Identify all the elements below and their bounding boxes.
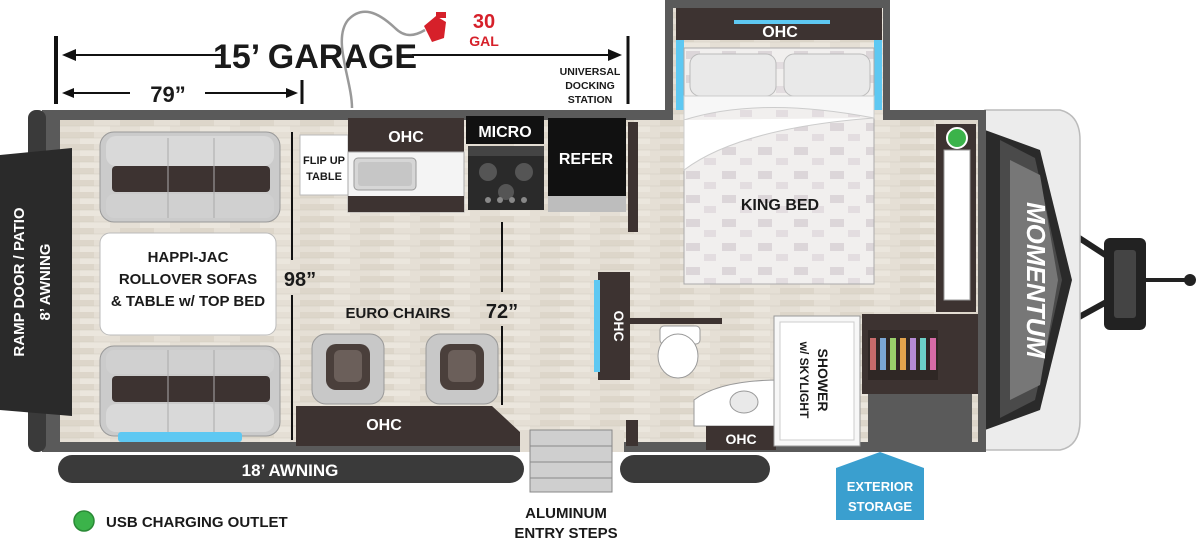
toilet [657, 325, 701, 379]
svg-text:TABLE: TABLE [306, 171, 342, 183]
width-72-dimension: 72” [486, 222, 518, 405]
svg-text:STORAGE: STORAGE [848, 499, 912, 514]
brand-logo: MOMENTUM [1021, 202, 1051, 359]
svg-text:& TABLE w/ TOP BED: & TABLE w/ TOP BED [111, 293, 265, 310]
svg-text:72”: 72” [486, 301, 518, 323]
shower: SHOWER w/ SKYLIGHT [773, 315, 861, 447]
bedroom-led-left [676, 40, 684, 110]
king-bed: KING BED [683, 47, 875, 285]
door-frame [626, 420, 638, 446]
svg-text:DOCKING: DOCKING [565, 80, 615, 92]
svg-text:OHC: OHC [388, 129, 424, 146]
euro-chairs-label: EURO CHAIRS [345, 305, 450, 322]
width-98-dimension: 98” [284, 132, 316, 440]
garage-depth-label: 79” [150, 82, 185, 107]
hitch [1068, 229, 1196, 330]
svg-text:MICRO: MICRO [478, 124, 531, 141]
svg-text:RAMP DOOR / PATIO: RAMP DOOR / PATIO [11, 207, 28, 357]
svg-text:STATION: STATION [568, 94, 613, 106]
garage-label: 15’ GARAGE [213, 38, 417, 76]
bath-wall [630, 318, 722, 324]
flip-up-table: FLIP UP TABLE [299, 134, 349, 196]
svg-text:UNIVERSAL: UNIVERSAL [560, 66, 621, 78]
svg-text:OHC: OHC [725, 431, 756, 447]
garage-depth-dimension: 79” [62, 80, 304, 107]
svg-text:OHC: OHC [762, 24, 798, 41]
svg-text:OHC: OHC [611, 310, 627, 341]
fuel-unit: GAL [469, 33, 499, 49]
usb-legend-icon [73, 510, 95, 532]
fuel-pump-icon [424, 12, 446, 42]
euro-chair-left [311, 333, 385, 405]
svg-text:OHC: OHC [366, 417, 402, 434]
docking-station-label: UNIVERSAL DOCKING STATION [560, 66, 621, 106]
bath-ohc: OHC [594, 272, 630, 380]
entry-steps-label: ALUMINUM ENTRY STEPS [514, 505, 617, 542]
usb-legend-label: USB CHARGING OUTLET [106, 514, 288, 531]
svg-text:SHOWER: SHOWER [815, 349, 831, 412]
svg-text:REFER: REFER [559, 151, 614, 168]
legend: USB CHARGING OUTLET [73, 510, 288, 532]
svg-text:8’ AWNING: 8’ AWNING [37, 244, 54, 321]
stove [468, 146, 544, 210]
refrigerator: REFER [548, 118, 626, 212]
euro-chair-right [425, 333, 499, 405]
pantry-edge [628, 122, 638, 232]
fuel-amount: 30 [473, 11, 495, 33]
led-light [118, 432, 242, 442]
exterior-storage: EXTERIOR STORAGE [836, 452, 924, 520]
svg-text:18’ AWNING: 18’ AWNING [242, 461, 339, 480]
microwave: MICRO [466, 116, 544, 144]
svg-text:EXTERIOR: EXTERIOR [847, 479, 914, 494]
bedroom-led-right [874, 40, 882, 110]
wardrobe [862, 314, 978, 448]
fuel-hose [340, 10, 426, 109]
svg-text:ALUMINUM: ALUMINUM [525, 505, 607, 522]
living-ohc: OHC [296, 406, 520, 446]
svg-text:w/ SKYLIGHT: w/ SKYLIGHT [797, 341, 811, 419]
svg-text:FLIP UP: FLIP UP [303, 155, 345, 167]
front-closet [936, 124, 976, 312]
svg-text:ROLLOVER SOFAS: ROLLOVER SOFAS [119, 271, 257, 288]
entry-steps [529, 429, 613, 493]
ramp-door: RAMP DOOR / PATIO 8’ AWNING [0, 110, 72, 452]
svg-text:HAPPI-JAC: HAPPI-JAC [148, 249, 229, 266]
awning-bar: 18’ AWNING [58, 455, 770, 483]
kitchen-sink [347, 151, 465, 213]
kitchen-ohc: OHC [348, 118, 464, 152]
sofa-bottom [99, 345, 281, 442]
sofa-table: HAPPI-JAC ROLLOVER SOFAS & TABLE w/ TOP … [99, 232, 277, 336]
front-cap: MOMENTUM [984, 109, 1081, 451]
svg-text:ENTRY STEPS: ENTRY STEPS [514, 525, 617, 542]
svg-text:98”: 98” [284, 269, 316, 291]
bath-vanity: OHC [693, 379, 781, 450]
usb-outlet-icon [946, 127, 968, 149]
bedroom-ohc: OHC [676, 8, 882, 41]
garage-dimension: 15’ GARAGE [54, 36, 630, 104]
sofa-top [99, 131, 281, 223]
svg-text:KING BED: KING BED [741, 197, 819, 214]
